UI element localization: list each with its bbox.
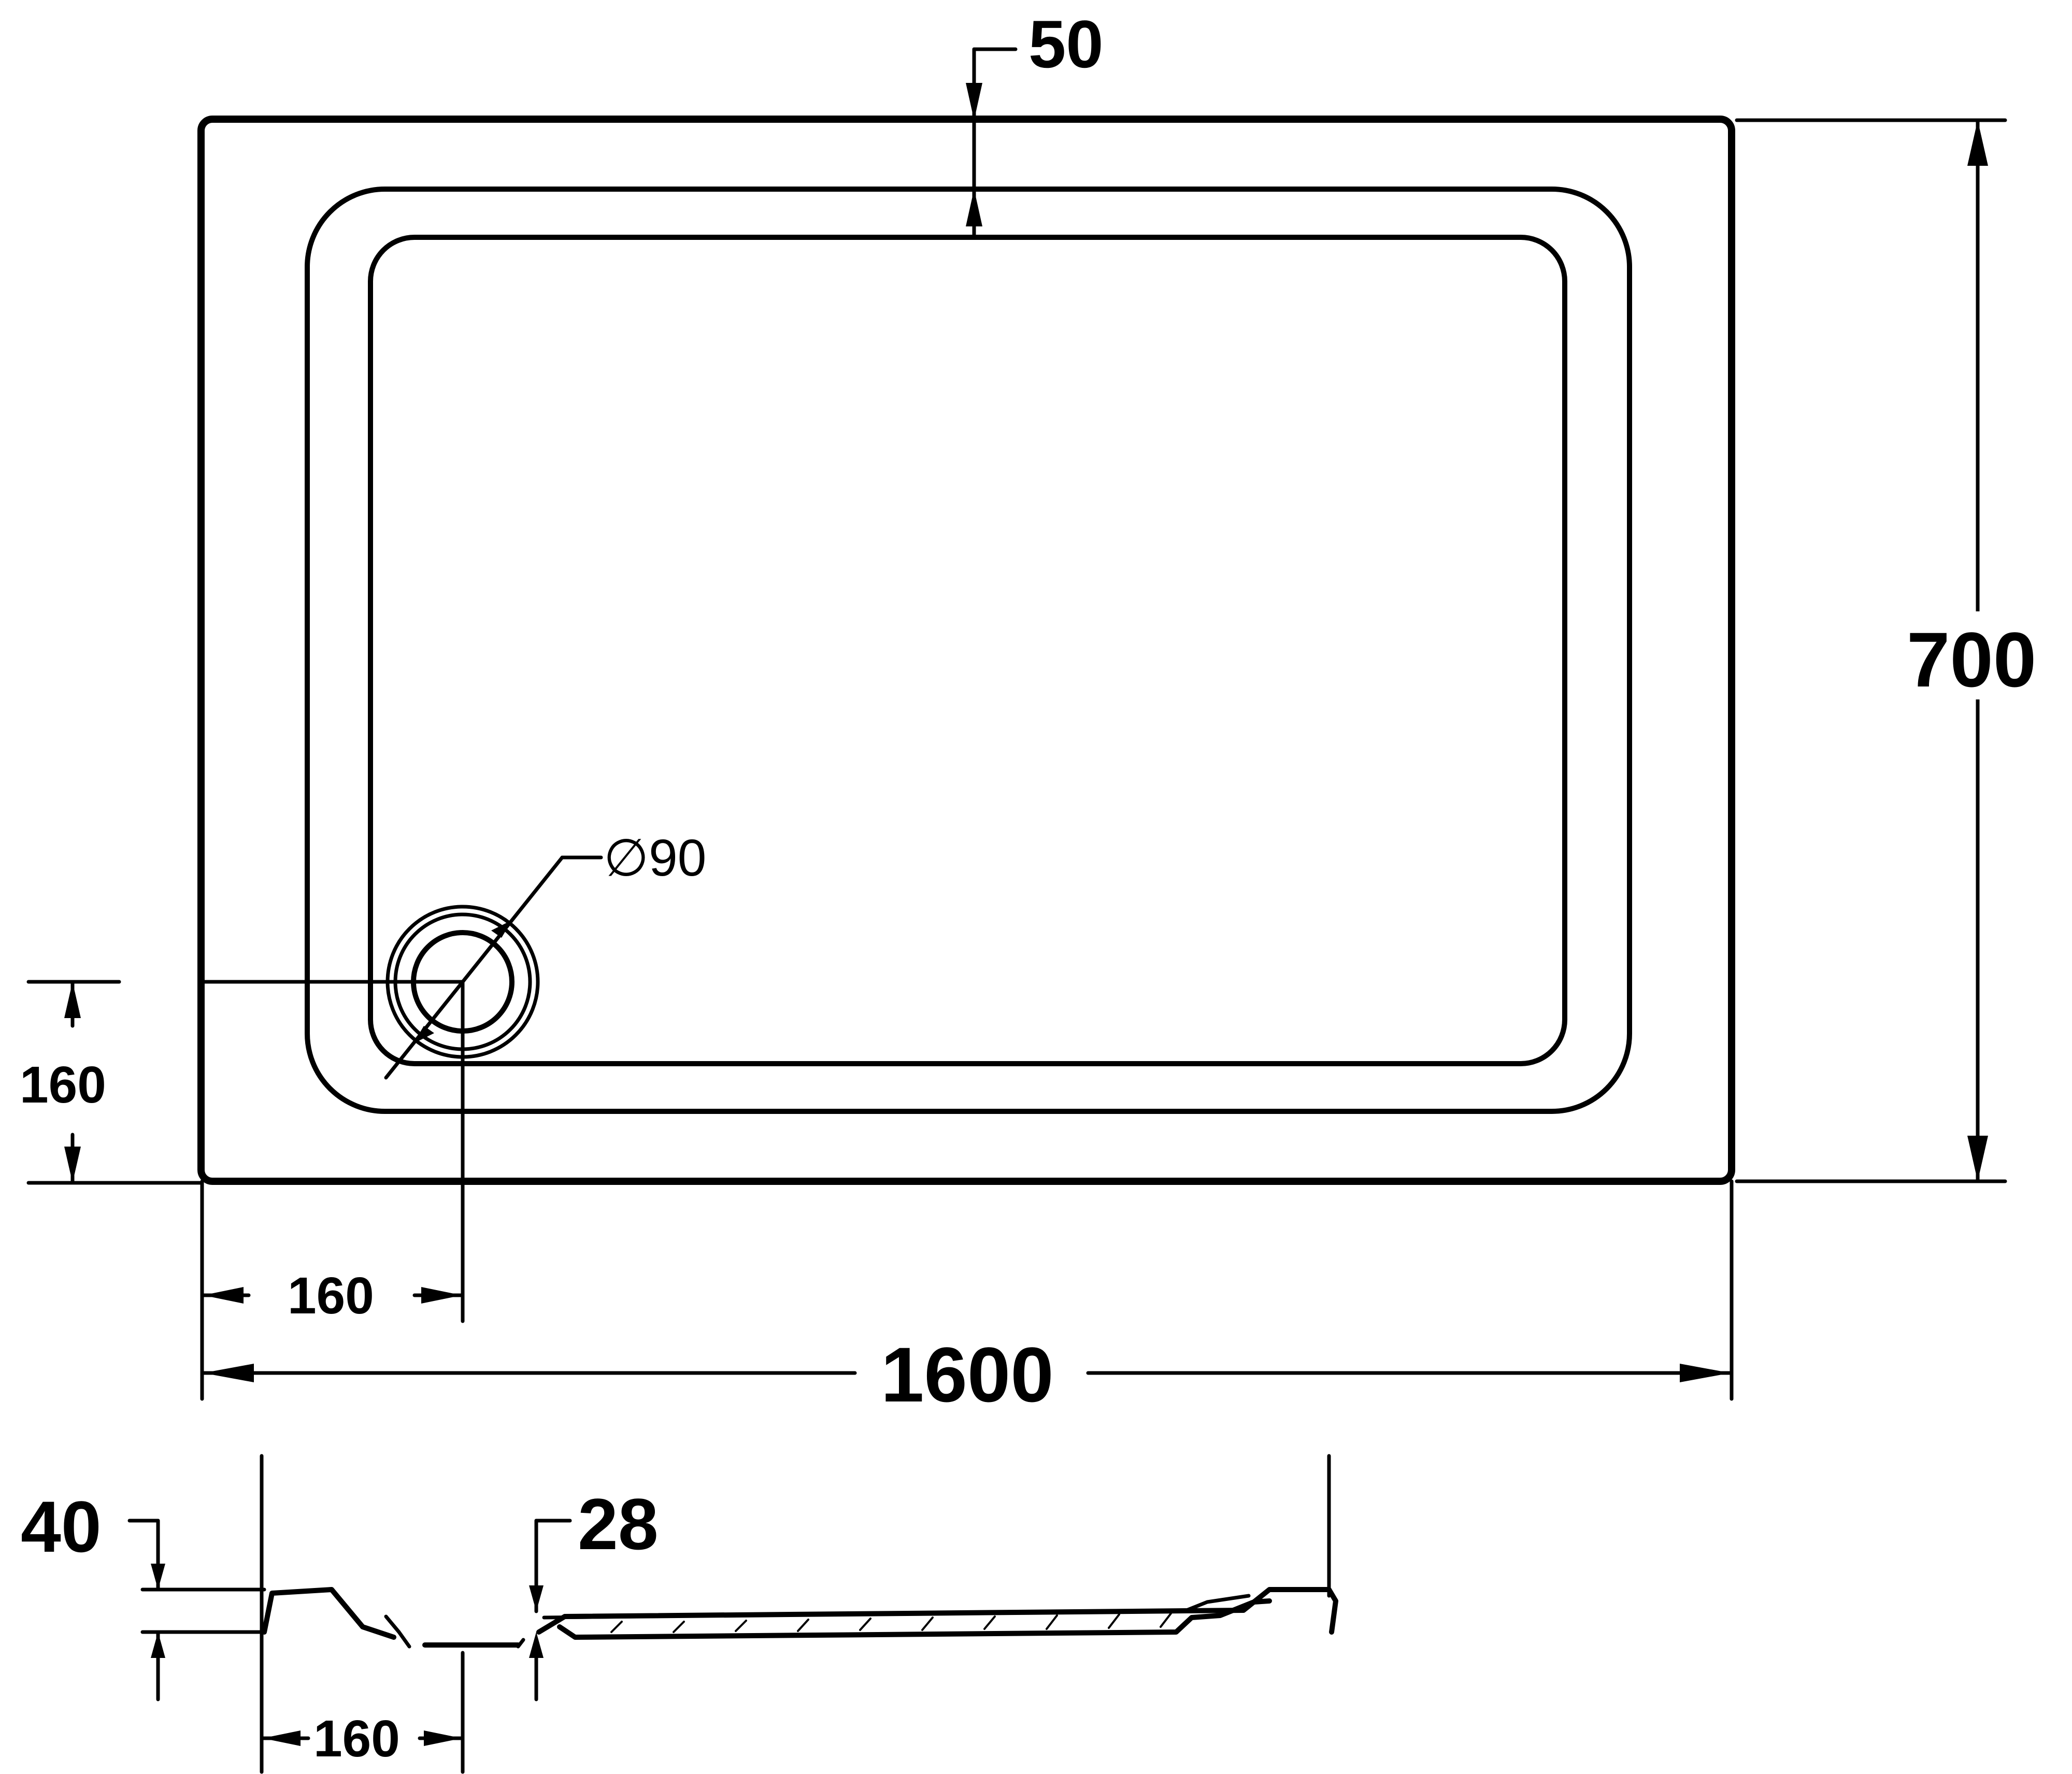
recess-arrow-up [529,1632,544,1658]
plan-view: ∅90 50 700 160 [20,6,2047,1418]
waste-outlet: ∅90 [200,829,706,1323]
tray-section-upper-surface [542,1594,1251,1620]
diameter-arrow-upper [491,920,512,938]
rim-arrow-up [966,189,982,226]
length-arrow-right [1680,1364,1731,1382]
width-arrow-top [1967,120,1988,166]
rim-width-dimension: 50 [966,6,1104,239]
rim-arrow-down [966,83,982,120]
section-waste-offset-label: 160 [313,1710,400,1768]
recess-depth-dimension: 28 [529,1483,659,1701]
overall-width-label: 700 [1907,616,2036,703]
section-view: 40 28 160 [21,1454,1338,1774]
offset-x-arrow-left [203,1287,244,1304]
waste-offset-x-dimension: 160 [200,1179,465,1401]
overall-length-label: 1600 [881,1331,1054,1418]
waste-offset-y-label: 160 [20,1056,106,1114]
tray-height-dimension: 40 [21,1486,266,1701]
waste-offset-x-label: 160 [288,1267,374,1325]
height-arrow-up [151,1632,165,1658]
overall-length-dimension: 1600 [201,1179,1734,1418]
width-arrow-bottom [1967,1136,1988,1181]
tray-height-label: 40 [21,1486,102,1567]
tray-section-bottom-profile [557,1598,1272,1640]
section-hatching [610,1612,1172,1633]
length-arrow-left [203,1364,254,1382]
diameter-arrow-lower [413,1026,434,1043]
overall-width-dimension: 700 [1735,118,2047,1183]
tray-floor-outline [368,235,1567,1066]
offset-x-arrow-right [421,1287,462,1304]
tray-rim-outline [305,187,1632,1114]
recess-depth-label: 28 [578,1483,659,1565]
tray-outer-outline [197,116,1735,1185]
section-offset-arrow-left [263,1730,301,1746]
waste-offset-y-dimension: 160 [20,980,203,1185]
offset-y-arrow-top [64,982,81,1018]
section-offset-arrow-right [424,1730,462,1746]
height-arrow-down [151,1564,165,1590]
tray-section-waste-recess [384,1614,525,1649]
rim-width-label: 50 [1028,6,1104,82]
offset-y-arrow-bottom [64,1147,81,1183]
section-waste-offset-dimension: 160 [260,1651,465,1774]
recess-arrow-down [529,1585,544,1611]
waste-diameter-label: ∅90 [604,829,706,887]
